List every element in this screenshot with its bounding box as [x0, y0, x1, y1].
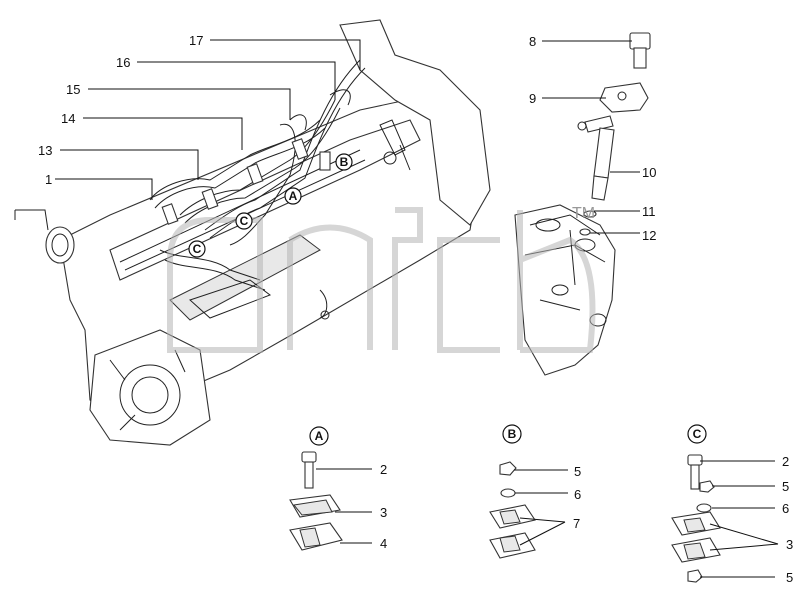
callout-15: 15 — [66, 82, 80, 97]
callout-5-c-top: 5 — [782, 479, 789, 494]
watermark-tm: TM — [572, 205, 595, 222]
callout-14: 14 — [61, 111, 75, 126]
detail-b-parts — [489, 461, 536, 559]
engine-injector-row — [161, 138, 331, 225]
detail-headings: A B C — [309, 424, 707, 446]
callout-16: 16 — [116, 55, 130, 70]
detail-c-heading: C — [693, 427, 702, 441]
callout-5-b: 5 — [574, 464, 581, 479]
part-12-seal — [579, 228, 591, 236]
callout-13: 13 — [38, 143, 52, 158]
callout-2-c: 2 — [782, 454, 789, 469]
callout-8: 8 — [529, 34, 536, 49]
part-8-bolt — [629, 32, 651, 69]
watermark-logo: TM — [167, 205, 596, 353]
detail-a-heading: A — [315, 429, 324, 443]
leader-lines — [55, 39, 779, 578]
callout-17: 17 — [189, 33, 203, 48]
callout-4-a: 4 — [380, 536, 387, 551]
callout-2-a: 2 — [380, 462, 387, 477]
injector-exploded — [577, 32, 651, 236]
callout-numbers: 17 16 15 14 13 1 8 9 10 11 12 2 3 4 5 6 … — [38, 33, 793, 585]
callout-3-a: 3 — [380, 505, 387, 520]
marker-c-engine-1: C — [240, 214, 249, 228]
callout-3-c: 3 — [786, 537, 793, 552]
detail-c-parts — [671, 454, 721, 583]
callout-6-b: 6 — [574, 487, 581, 502]
part-11-washer — [583, 210, 597, 218]
marker-b-engine: B — [340, 155, 349, 169]
engine-detail-markers: A B C C — [188, 153, 353, 258]
marker-a-engine: A — [289, 189, 298, 203]
callout-9: 9 — [529, 91, 536, 106]
part-10-injector — [577, 115, 615, 201]
marker-c-engine-2: C — [193, 242, 202, 256]
callout-6-c: 6 — [782, 501, 789, 516]
callout-1: 1 — [45, 172, 52, 187]
detail-b-heading: B — [508, 427, 517, 441]
callout-5-c-bottom: 5 — [786, 570, 793, 585]
callout-12: 12 — [642, 228, 656, 243]
callout-10: 10 — [642, 165, 656, 180]
callout-7-b: 7 — [573, 516, 580, 531]
callout-11: 11 — [642, 204, 656, 219]
part-9-clamp — [599, 82, 649, 113]
detail-a-parts — [289, 451, 343, 551]
